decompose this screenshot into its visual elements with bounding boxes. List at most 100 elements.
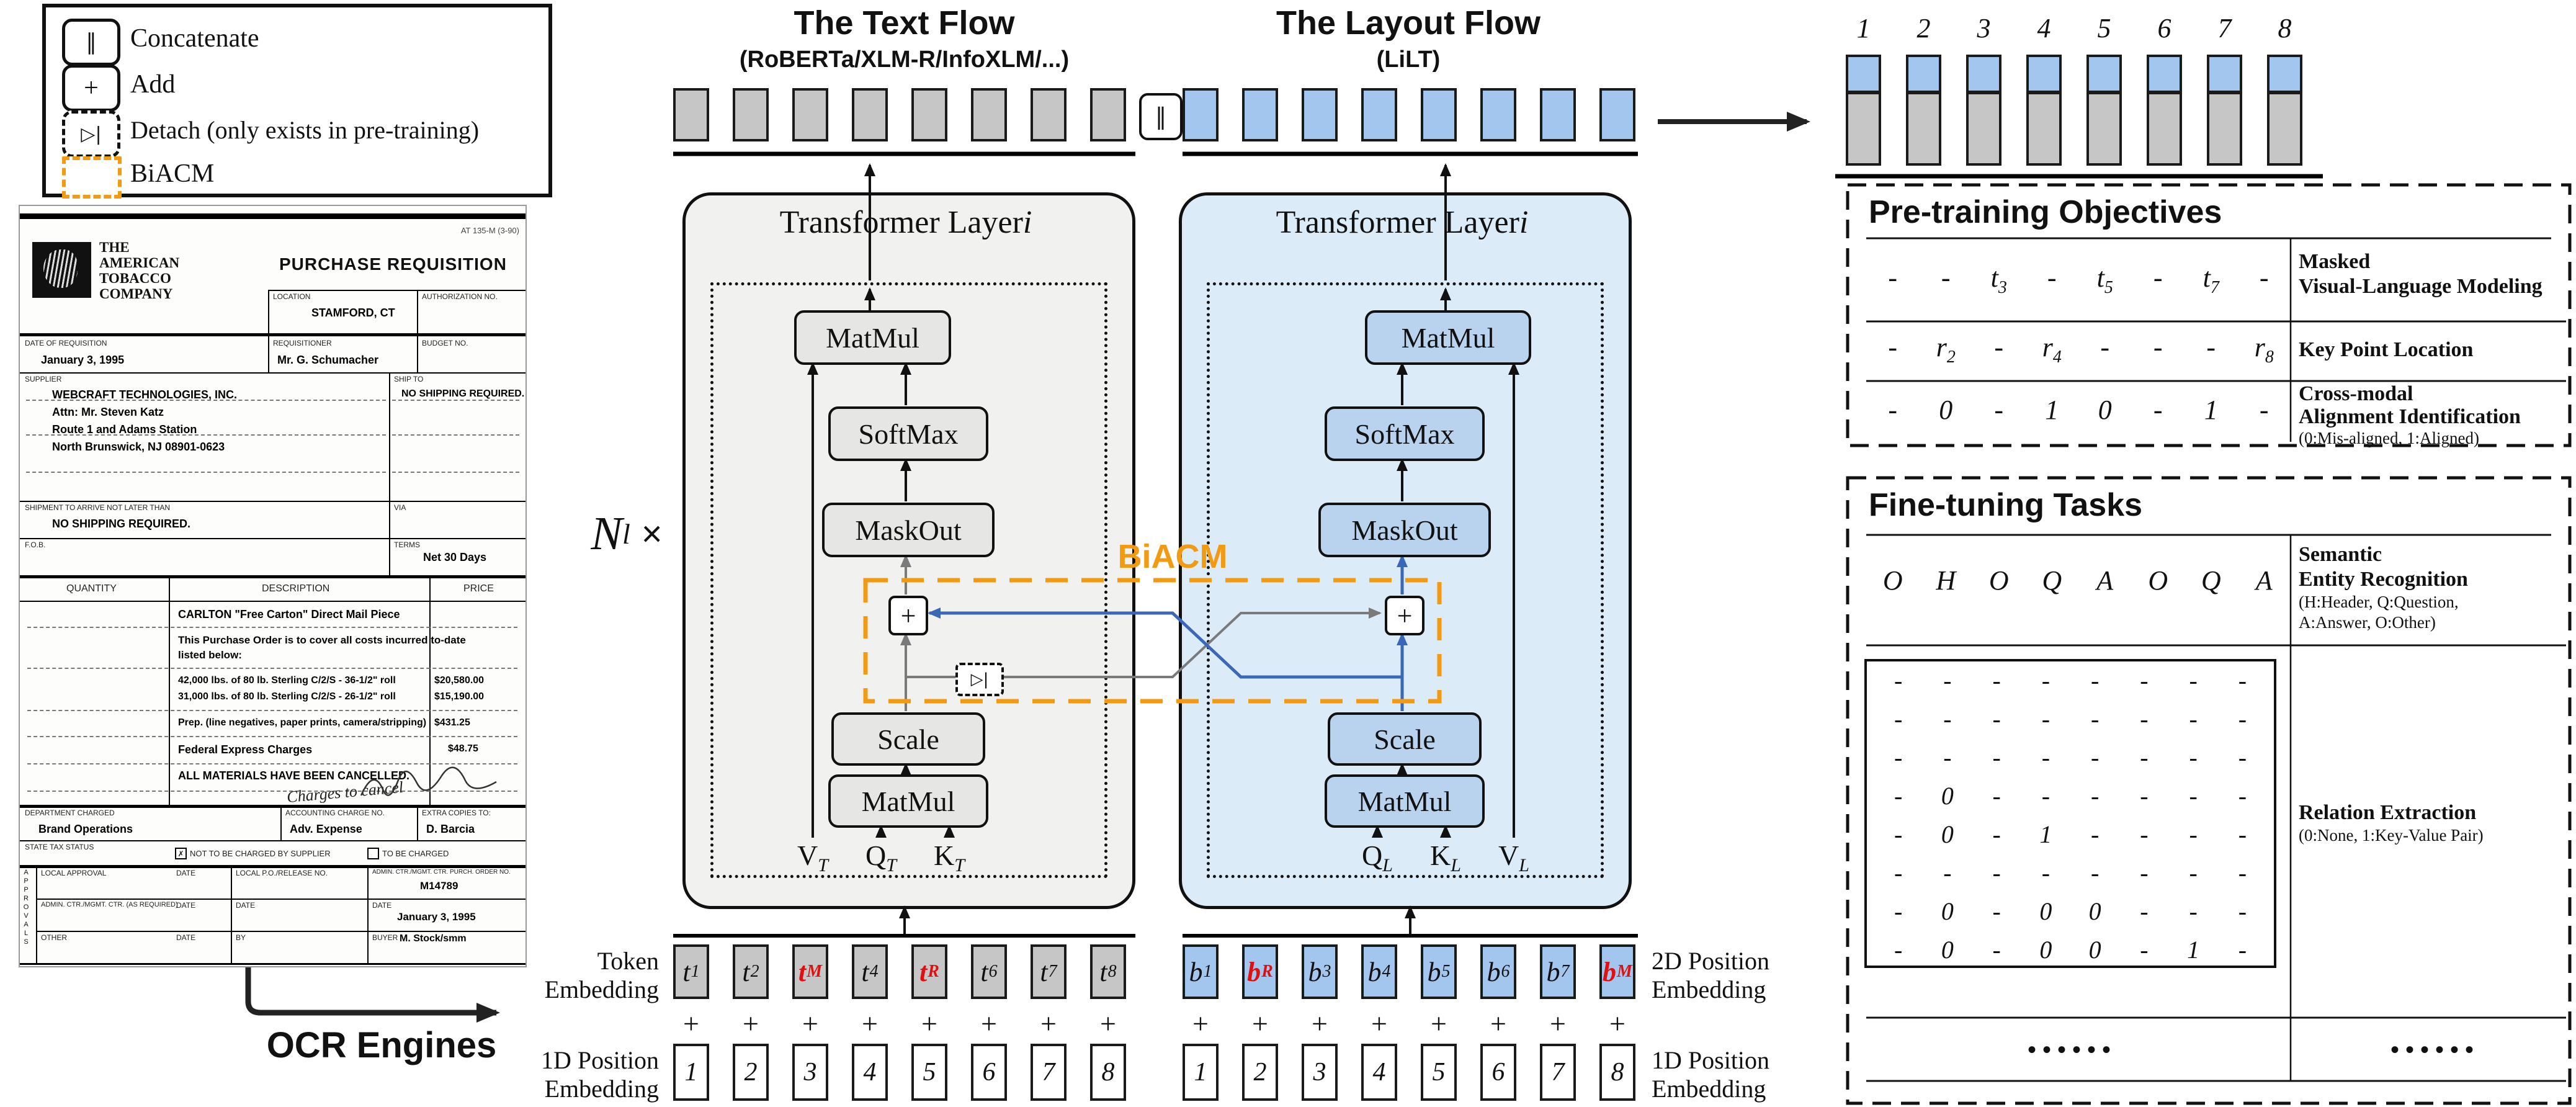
layout-matmul-bottom: MatMul (1325, 774, 1485, 828)
biacm-icon (62, 156, 122, 199)
item-description: listed below: (178, 649, 242, 661)
item-description: ALL MATERIALS HAVE BEEN CANCELLED. (178, 769, 410, 782)
text-attention-dotted-box (710, 282, 1107, 878)
text-part (1846, 92, 1881, 166)
layout-matmul-top: MatMul (1365, 310, 1531, 365)
doc-company-name: THE AMERICAN TOBACCO COMPANY (99, 240, 180, 302)
value-cell: 0 (2098, 395, 2112, 426)
table-header: DESCRIPTION (262, 583, 330, 594)
value-cell: - (2153, 332, 2163, 363)
matrix-cell: - (2238, 858, 2247, 887)
pos1d-cell: 2 (733, 1044, 769, 1101)
matrix-cell: - (1894, 666, 1903, 694)
matrix-cell: - (2140, 935, 2149, 964)
supplier-line: WEBCRAFT TECHNOLOGIES, INC. (52, 388, 237, 401)
field-label: LOCAL P.O./RELEASE NO. (236, 869, 328, 877)
matrix-cell: - (2090, 704, 2100, 733)
output-index: 2 (1916, 13, 1931, 43)
layout-flow-title: The Layout Flow (1276, 4, 1541, 42)
matrix-cell: 0 (2039, 897, 2052, 925)
field-label: BUDGET NO. (422, 339, 468, 347)
matrix-cell: - (2140, 897, 2149, 925)
value-cell: - (2100, 332, 2110, 363)
text-part (2267, 92, 2302, 166)
field-label: DEPARTMENT CHARGED (25, 809, 115, 817)
matrix-cell: - (2238, 666, 2247, 694)
hidden-state-bar (1302, 88, 1338, 141)
ser-tag-cell: A (2255, 565, 2273, 596)
matrix-cell: - (2189, 897, 2198, 925)
text-flow-subtitle: (RoBERTa/XLM-R/InfoXLM/...) (739, 46, 1070, 73)
matrix-cell: - (2041, 781, 2051, 810)
pos1d-cell: 5 (1421, 1044, 1457, 1101)
hidden-state-bar (1090, 88, 1126, 141)
signature-scribble (360, 766, 497, 796)
text-input-v: VT (797, 840, 828, 876)
value-cell: r4 (2042, 332, 2062, 367)
pos1d-cell: 8 (1090, 1044, 1126, 1101)
matrix-cell: - (1943, 666, 1952, 694)
pos1d-cell: 3 (1302, 1044, 1338, 1101)
value-cell: - (2153, 395, 2163, 426)
supplier-line: Route 1 and Adams Station (52, 423, 197, 436)
matrix-cell: - (1992, 666, 2001, 694)
output-index: 1 (1856, 13, 1871, 43)
plus-sign: + (802, 1007, 818, 1039)
hidden-state-bar (852, 88, 888, 141)
item-description: Federal Express Charges (178, 743, 313, 756)
field-label: AUTHORIZATION NO. (422, 292, 498, 301)
relation-matrix-row: -------- (1874, 858, 2267, 887)
layout-part (2086, 55, 2122, 93)
field-label: BY (236, 933, 246, 942)
plus-sign: + (1550, 1007, 1566, 1039)
pos1d-cell: 4 (1361, 1044, 1397, 1101)
plus-sign: + (1371, 1007, 1387, 1039)
legend-label: BiACM (130, 159, 215, 188)
layout-input-k: KL (1430, 840, 1461, 876)
matrix-cell: - (2189, 743, 2198, 771)
plus-sign: + (921, 1007, 937, 1039)
plus-sign: + (1431, 1007, 1447, 1039)
ellipsis-left: •••••• (2027, 1036, 2118, 1064)
legend-box: ∥ Concatenate + Add ▷| Detach (only exis… (42, 4, 552, 199)
field-label: LOCATION (273, 292, 311, 301)
concat-glyph: ∥ (86, 30, 97, 55)
text-flow-title: The Text Flow (794, 4, 1015, 42)
field-label: OTHER (41, 933, 67, 942)
doc-logo (32, 242, 91, 298)
layout-input-q: QL (1362, 840, 1393, 876)
value-cell: - (2259, 262, 2269, 294)
value-cell: - (2153, 262, 2163, 294)
layout-scale: Scale (1328, 712, 1482, 766)
matrix-cell: - (2189, 666, 2198, 694)
field-value: Net 30 Days (423, 551, 487, 563)
hidden-state-bar (1421, 88, 1457, 141)
kpl-label: Key Point Location (2299, 338, 2474, 361)
output-token-bar (2086, 55, 2122, 166)
field-label: REQUISITIONER (273, 339, 332, 347)
concatenate-icon: ∥ (62, 19, 120, 66)
output-token-bar (2026, 55, 2062, 166)
text-part (2207, 92, 2242, 166)
field-value: Brand Operations (38, 823, 133, 835)
hidden-state-bar (911, 88, 947, 141)
field-value: Adv. Expense (290, 823, 362, 835)
hidden-state-bar (1361, 88, 1397, 141)
plus-sign: + (683, 1007, 699, 1039)
checkbox-empty (367, 848, 379, 859)
plus-sign: + (743, 1007, 759, 1039)
matrix-cell: - (2189, 820, 2198, 848)
legend-label: Concatenate (130, 24, 259, 53)
supplier-line: Attn: Mr. Steven Katz (52, 406, 164, 418)
matrix-cell: - (2090, 781, 2100, 810)
detach-glyph: ▷| (81, 123, 102, 145)
pos1d-cell: 4 (852, 1044, 888, 1101)
item-description: 31,000 lbs. of 80 lb. Sterling C/2/S - 2… (178, 691, 396, 702)
